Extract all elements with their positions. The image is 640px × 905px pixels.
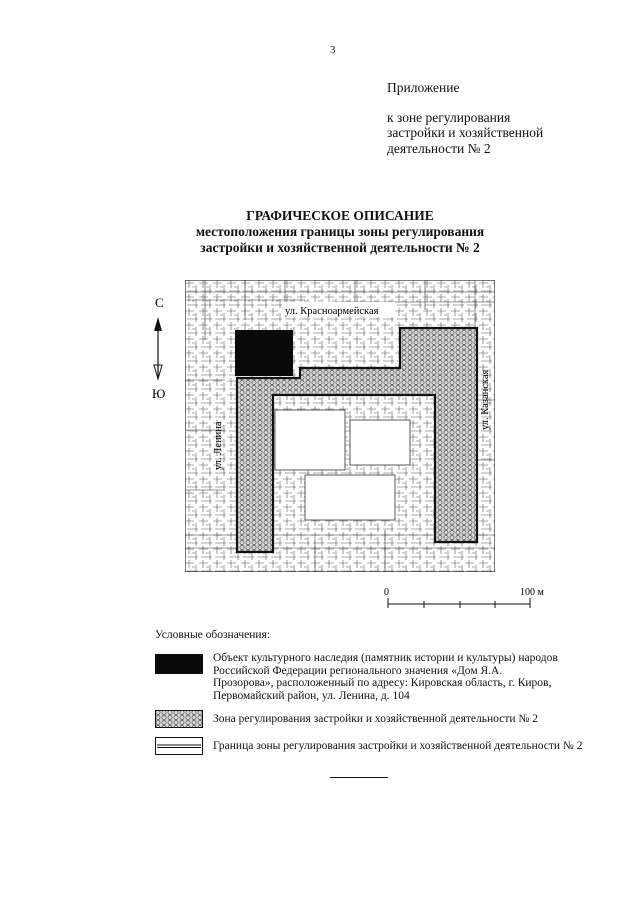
double-line-box-icon xyxy=(155,737,203,755)
arrow-up-icon xyxy=(154,317,162,331)
appendix-line-1: к зоне регулирования xyxy=(387,109,511,125)
legend-heading: Условные обозначения: xyxy=(155,629,271,641)
page-number: 3 xyxy=(330,44,336,56)
legend-item-zone: Зона регулирования застройки и хозяйстве… xyxy=(155,710,575,728)
solid-black-box-icon xyxy=(155,654,203,674)
legend-text-heritage: Объект культурного наследия (памятник ис… xyxy=(213,652,558,702)
compass-north-label: С xyxy=(155,295,164,310)
legend-text-boundary: Граница зоны регулирования застройки и х… xyxy=(213,740,583,752)
heritage-object xyxy=(235,330,293,376)
appendix-line-3: деятельности № 2 xyxy=(387,140,491,156)
end-rule xyxy=(330,777,388,778)
document-heading: ГРАФИЧЕСКОЕ ОПИСАНИЕ местоположения гран… xyxy=(0,208,640,256)
appendix-title: Приложение xyxy=(387,80,460,95)
legend-item-boundary: Граница зоны регулирования застройки и х… xyxy=(155,737,585,755)
compass-south-label: Ю xyxy=(152,386,165,401)
compass: С Ю xyxy=(152,295,165,401)
inner-block-2 xyxy=(349,419,411,466)
arrow-down-icon xyxy=(153,364,163,381)
heading-line-1: ГРАФИЧЕСКОЕ ОПИСАНИЕ xyxy=(246,208,434,223)
scale-bar: 0 100 м xyxy=(384,587,545,608)
scale-start-label: 0 xyxy=(384,587,389,598)
regulation-zone xyxy=(235,326,479,554)
appendix-line-2: застройки и хозяйственной xyxy=(387,125,544,140)
heading-line-3: застройки и хозяйственной деятельности №… xyxy=(200,240,480,255)
street-label-lenina: ул. Ленина xyxy=(213,421,224,470)
legend-item-heritage: Объект культурного наследия (памятник ис… xyxy=(155,652,575,712)
appendix-block: Приложение к зоне регулирования застройк… xyxy=(387,80,543,156)
inner-block-3 xyxy=(304,474,396,521)
street-label-kazanskaya: ул. Казанская xyxy=(480,370,491,430)
heading-line-2: местоположения границы зоны регулировани… xyxy=(195,224,485,239)
site-map: ул. Красноармейская ул. Ленина ул. Казан… xyxy=(185,280,495,572)
legend-text-zone: Зона регулирования застройки и хозяйстве… xyxy=(213,713,538,725)
scale-end-label: 100 м xyxy=(520,587,545,598)
street-label-krasnoarmeyskaya: ул. Красноармейская xyxy=(285,306,379,317)
inner-block-1 xyxy=(274,409,346,471)
street-top-bg xyxy=(283,302,395,317)
hatched-zone-icon xyxy=(155,710,203,728)
